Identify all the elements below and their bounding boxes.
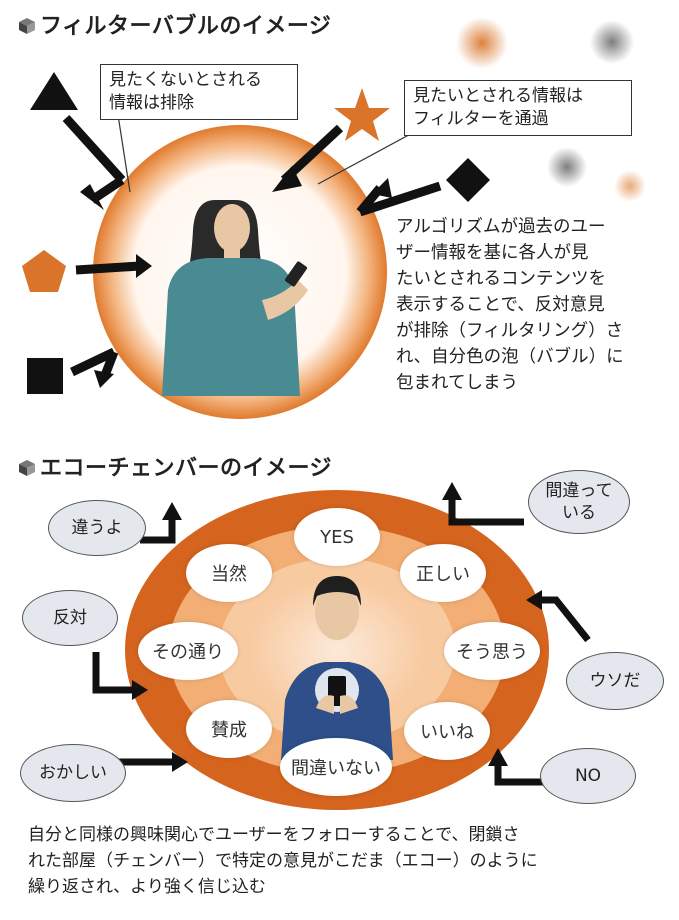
- echo-arrowheads: [132, 482, 542, 772]
- filter-bubble-title-text: フィルターバブルのイメージ: [40, 14, 332, 39]
- fb-desc-line-1: アルゴリズムが過去のユー: [396, 217, 606, 237]
- callout-excluded-line-1: 見たくないとされる: [109, 70, 262, 90]
- cube-icon: [19, 460, 35, 476]
- outer-bubble-hantai: 反対: [22, 590, 118, 646]
- echo-chamber-title: エコーチェンバーのイメージ: [18, 450, 332, 482]
- fb-desc-line-2: ザー情報を基に各人が見: [396, 243, 589, 263]
- cube-icon: [19, 18, 35, 34]
- callout-excluded-pointer: [117, 114, 131, 193]
- callout-excluded-info: 見たくないとされる 情報は排除: [100, 64, 298, 120]
- man-figure: [281, 576, 393, 760]
- ec-desc-line-3: 繰り返され、より強く信じ込む: [28, 877, 266, 897]
- inner-bubble-tadashii: 正しい: [400, 544, 486, 602]
- inner-bubble-sansei: 賛成: [186, 700, 272, 758]
- echo-chamber-description: 自分と同様の興味関心でユーザーをフォローすることで、閉鎖さ れた部屋（チェンバー…: [28, 822, 668, 900]
- echo-arrows: [92, 494, 591, 786]
- callout-excluded-line-2: 情報は排除: [109, 93, 194, 113]
- inner-bubble-machigai-nai: 間違いない: [280, 738, 392, 796]
- black-triangle-icon: [30, 72, 78, 110]
- blurred-light-orange-dot: [614, 170, 646, 202]
- callout-passed-line-2: フィルターを通過: [413, 109, 549, 129]
- ec-desc-line-1: 自分と同様の興味関心でユーザーをフォローすることで、閉鎖さ: [28, 825, 520, 845]
- black-diamond-icon: [446, 158, 490, 202]
- outer-bubble-machigatte-iru: 間違って いる: [528, 470, 630, 534]
- inner-bubble-sou-omou: そう思う: [444, 622, 540, 680]
- outer-bubble-machigatte-iru-line-1: 間違って: [545, 481, 613, 501]
- inner-bubble-iine: いいね: [404, 702, 490, 760]
- outer-bubble-uso-da: ウソだ: [566, 652, 664, 710]
- outer-bubble-machigatte-iru-line-2: いる: [562, 503, 596, 523]
- outer-bubble-no: NO: [540, 748, 636, 804]
- filter-arrowheads: [80, 166, 392, 388]
- woman-figure: [162, 200, 308, 396]
- outer-bubble-chigau-yo: 違うよ: [48, 500, 146, 556]
- inner-bubble-yes: YES: [294, 508, 380, 566]
- callout-passed-line-1: 見たいとされる情報は: [413, 86, 583, 106]
- echo-chamber-title-text: エコーチェンバーのイメージ: [40, 456, 333, 481]
- ec-desc-line-2: れた部屋（チェンバー）で特定の意見がこだま（エコー）のように: [28, 851, 538, 871]
- fb-desc-line-7: 包まれてしまう: [396, 373, 518, 393]
- fb-desc-line-6: れ、自分色の泡（バブル）に: [396, 347, 624, 367]
- inner-bubble-sono-toori: その通り: [138, 622, 238, 680]
- fb-desc-line-5: が排除（フィルタリング）さ: [396, 321, 624, 341]
- callout-passed-pointer: [317, 129, 419, 185]
- fb-desc-line-4: 表示することで、反対意見: [396, 295, 605, 315]
- inner-bubble-touzen: 当然: [186, 544, 272, 602]
- blurred-gray-circle: [590, 20, 634, 64]
- filter-arrows: [62, 114, 442, 380]
- outer-bubble-okashii: おかしい: [20, 744, 126, 802]
- callout-passed-info: 見たいとされる情報は フィルターを通過: [404, 80, 632, 136]
- blurred-orange-hexagon: [456, 17, 508, 69]
- orange-pentagon-icon: [22, 250, 66, 292]
- blurred-gray-dot: [547, 147, 587, 187]
- filter-bubble-description: アルゴリズムが過去のユー ザー情報を基に各人が見 たいとされるコンテンツを 表示…: [396, 214, 668, 396]
- black-square-icon: [27, 358, 63, 394]
- filter-bubble-title: フィルターバブルのイメージ: [18, 8, 331, 40]
- fb-desc-line-3: たいとされるコンテンツを: [396, 269, 606, 289]
- orange-star-icon: [334, 88, 390, 141]
